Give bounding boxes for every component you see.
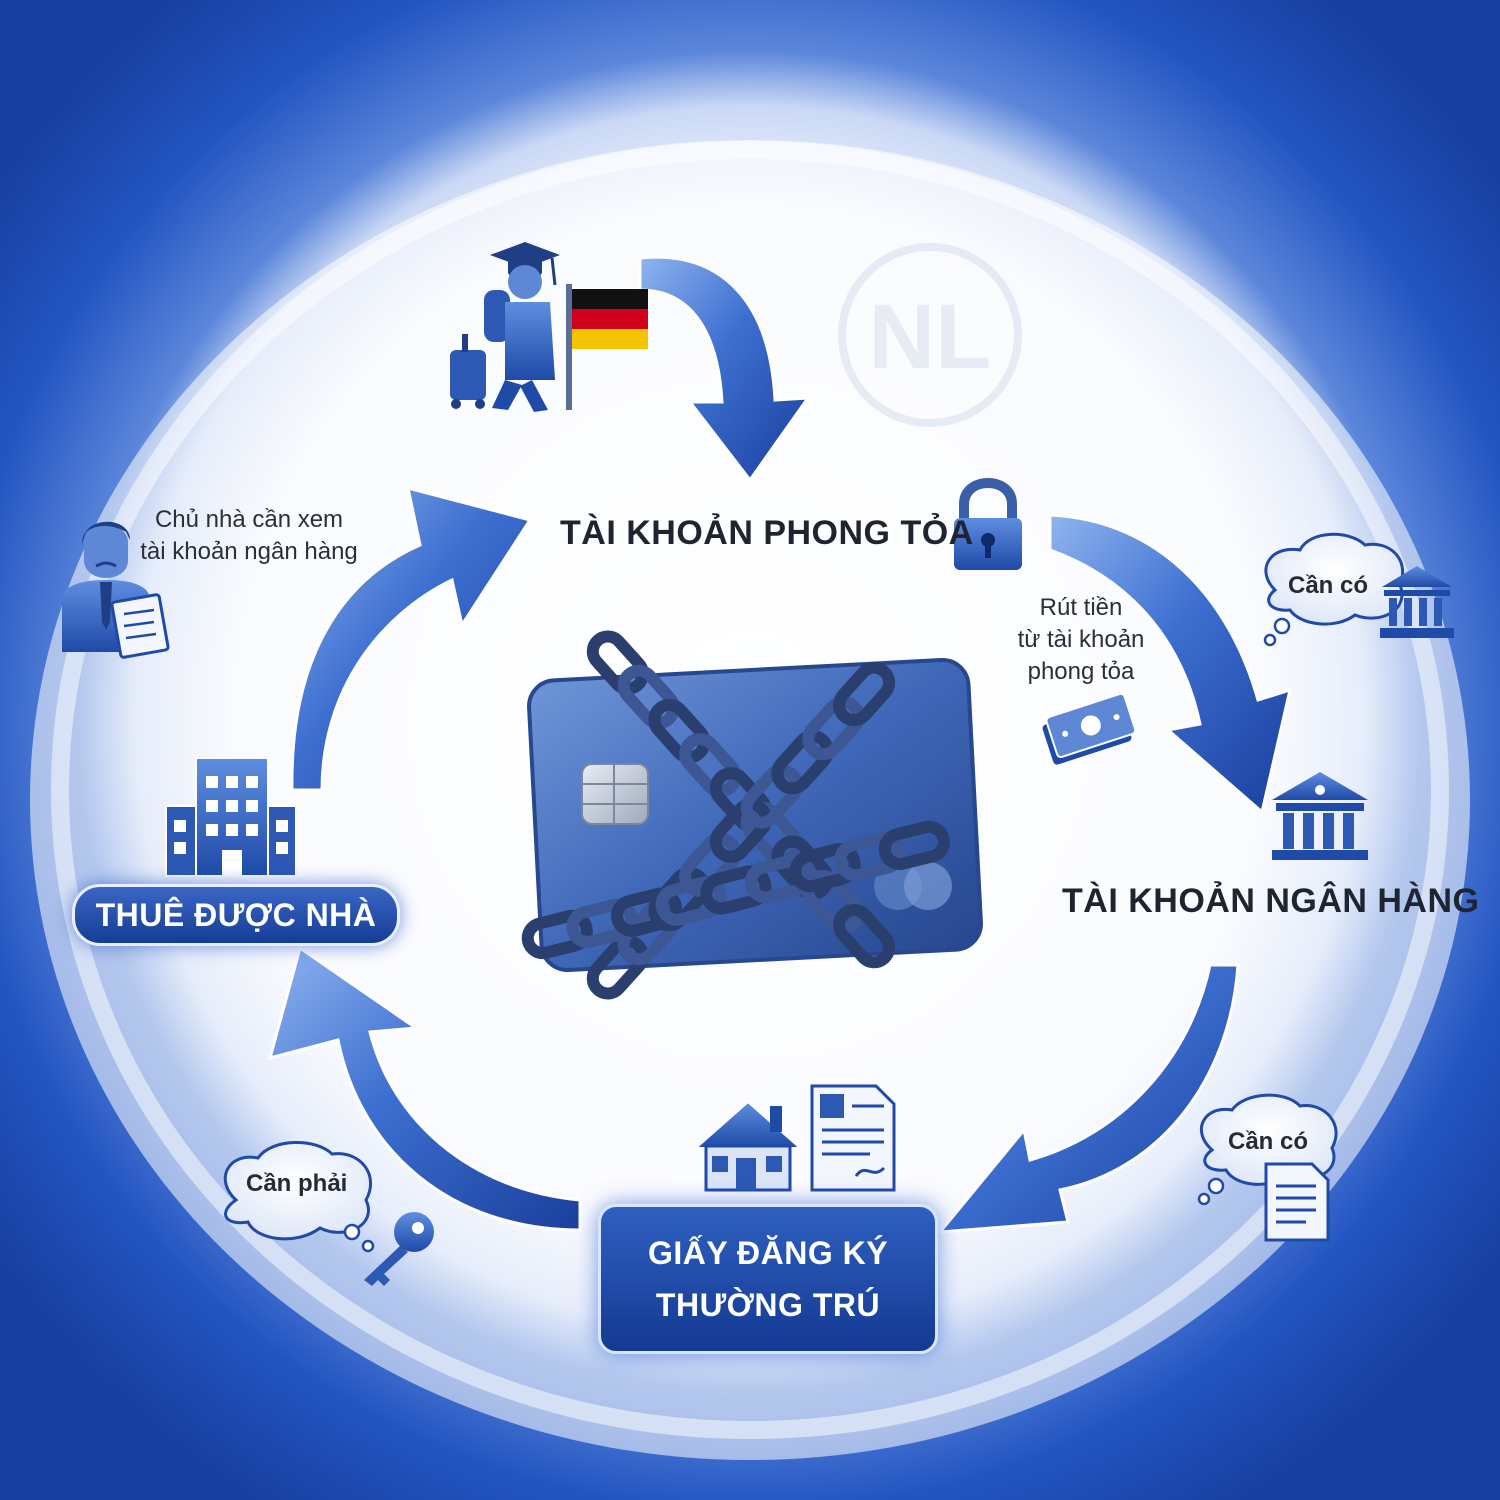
money-icon <box>1042 692 1137 765</box>
withdraw-note-line3: phong tỏa <box>1027 658 1135 685</box>
landlord-note: Chủ nhà cần xem tài khoản ngân hàng <box>140 504 358 568</box>
registration-need-text: Cần có <box>1228 1128 1309 1155</box>
node-residence-registration-line1: GIẤY ĐĂNG KÝ <box>647 1235 889 1271</box>
svg-text:NL: NL <box>869 286 992 388</box>
arrow-top <box>638 255 812 483</box>
withdraw-note-line1: Rút tiền <box>1039 594 1123 621</box>
chain-icon <box>521 630 950 1000</box>
key-icon <box>364 1212 434 1286</box>
registration-form-icon <box>810 1084 896 1192</box>
house-icon <box>693 1100 803 1192</box>
landlord-icon <box>62 521 170 659</box>
node-rent-house-label: THUÊ ĐƯỢC NHÀ <box>95 896 377 933</box>
document-icon <box>1264 1162 1330 1242</box>
node-bank-account: TÀI KHOẢN NGÂN HÀNG <box>1062 882 1480 920</box>
arrow-left <box>290 485 533 792</box>
student-traveler-icon <box>450 242 560 412</box>
node-residence-registration: GIẤY ĐĂNG KÝ THƯỜNG TRÚ <box>598 1204 938 1354</box>
bank-icon <box>1380 566 1454 638</box>
arrow-right-top <box>1048 513 1293 815</box>
node-rent-house: THUÊ ĐƯỢC NHÀ <box>72 884 400 946</box>
bank-icon-large <box>1272 772 1368 860</box>
key-need-bubble <box>223 1141 375 1253</box>
card-chip-icon <box>581 763 649 825</box>
withdraw-note: Rút tiền từ tài khoản phong tỏa <box>1010 592 1152 688</box>
node-residence-registration-line2: THƯỜNG TRÚ <box>655 1287 881 1323</box>
bank-need-text: Cần có <box>1288 572 1369 599</box>
bank-need-bubble <box>1263 532 1404 647</box>
registration-need-bubble <box>1197 1093 1338 1206</box>
landlord-note-line1: Chủ nhà cần xem <box>154 506 344 533</box>
padlock-icon <box>954 478 1022 570</box>
building-icon <box>165 757 297 877</box>
watermark-logo: NL <box>838 243 1022 427</box>
arrow-right-bottom <box>936 963 1240 1234</box>
withdraw-note-line2: từ tài khoản <box>1017 626 1145 653</box>
key-need-text: Cần phải <box>246 1170 348 1197</box>
node-blocked-account: TÀI KHOẢN PHONG TỎA <box>560 514 974 552</box>
germany-flag-icon <box>566 284 648 410</box>
arrow-bottom-left <box>267 945 582 1232</box>
landlord-note-line2: tài khoản ngân hàng <box>140 538 358 565</box>
